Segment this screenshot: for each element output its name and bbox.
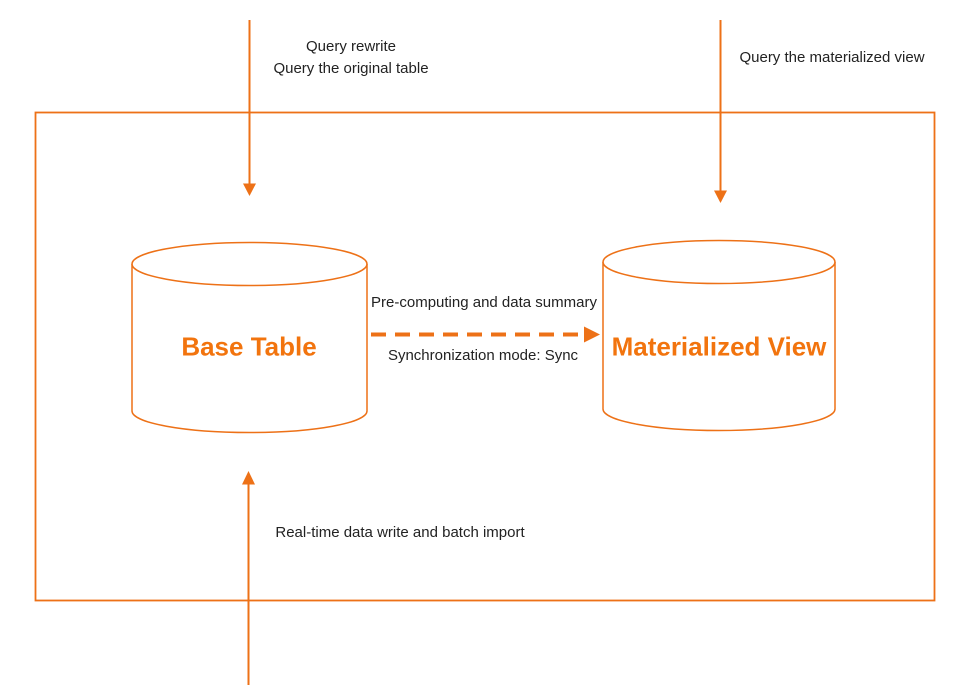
arrow-realtime-write	[242, 471, 255, 685]
outer-boundary-box	[34, 111, 936, 602]
label-sync-mode: Synchronization mode: Sync	[387, 347, 579, 364]
arrow-sync-dashed	[371, 326, 600, 343]
label-query-materialized-view: Query the materialized view	[739, 49, 925, 66]
materialized-view-cylinder-icon	[602, 239, 836, 432]
base-table-cylinder-top	[131, 241, 368, 287]
arrow-query-materialized-view	[714, 20, 727, 203]
base-table-cylinder-body	[131, 264, 368, 434]
label-query-original-table: Query the original table	[273, 60, 429, 77]
arrow-realtime-write-head	[242, 471, 255, 485]
base-table-cylinder-icon	[131, 241, 368, 434]
label-pre-computing: Pre-computing and data summary	[371, 294, 597, 311]
materialized-view-cylinder-top	[602, 239, 836, 285]
label-realtime-write: Real-time data write and batch import	[275, 524, 525, 541]
arrow-query-original-head	[243, 183, 256, 196]
label-query-rewrite: Query rewrite	[305, 38, 397, 55]
arrow-query-original	[243, 20, 256, 196]
materialized-view-node-label: Materialized View	[611, 331, 827, 362]
arrow-sync-head	[584, 326, 600, 343]
materialized-view-cylinder-body	[602, 262, 836, 432]
base-table-node-label: Base Table	[181, 331, 317, 362]
arrow-query-mv-head	[714, 190, 727, 203]
